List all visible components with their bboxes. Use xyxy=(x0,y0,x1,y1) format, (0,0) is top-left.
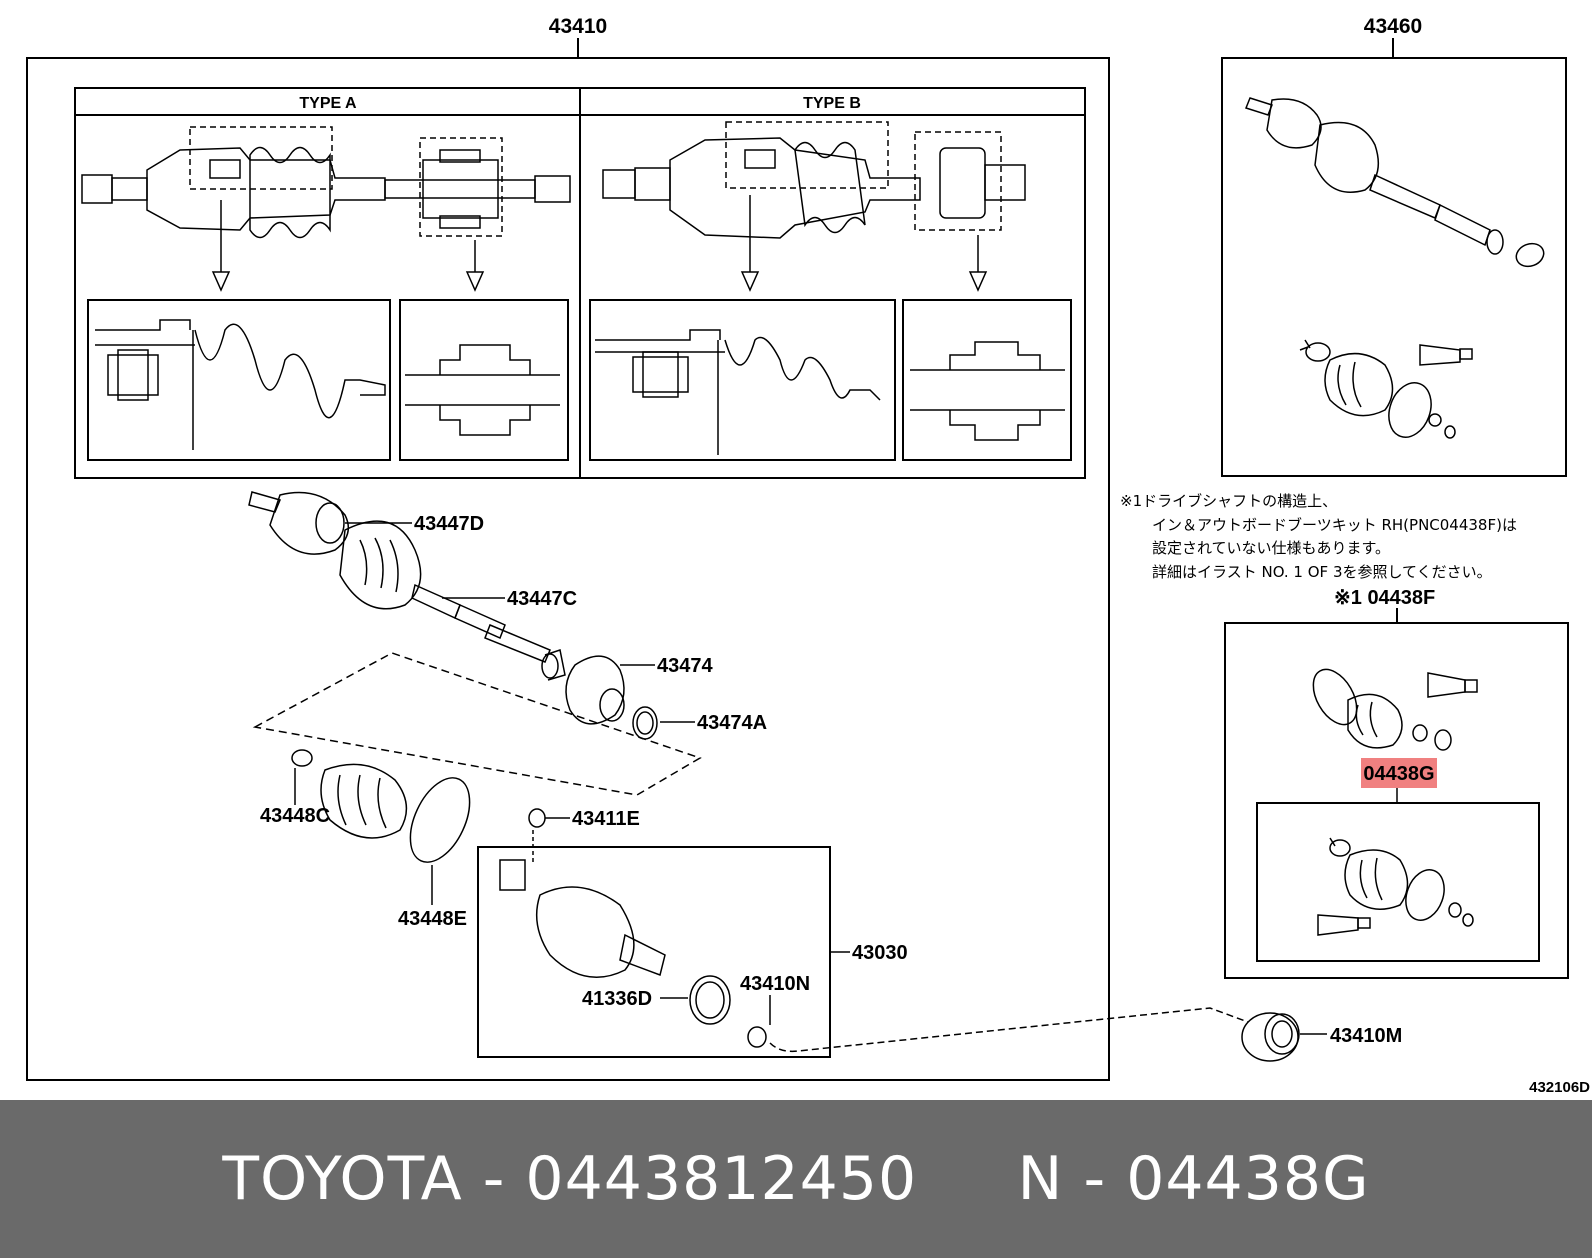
label-43447d: 43447D xyxy=(414,513,484,535)
note-line-2: イン＆アウトボードブーツキット RH(PNC04438F)は xyxy=(1152,516,1517,534)
type-b-detail-left xyxy=(589,299,896,461)
label-43410m: 43410M xyxy=(1330,1025,1402,1047)
note-line-3: 設定されていない仕様もあります。 xyxy=(1152,539,1390,557)
note-line-4: 詳細はイラスト NO. 1 OF 3を参照してください。 xyxy=(1152,563,1492,581)
label-43460: 43460 xyxy=(1364,15,1422,38)
label-type-b: TYPE B xyxy=(803,95,861,112)
boot-kit-sub-frame xyxy=(1256,802,1540,962)
diagram-canvas: 43410 43460 TYPE A TYPE B 43447D 43447C … xyxy=(26,15,1590,1096)
rh-assembly-frame xyxy=(1221,57,1567,477)
inner-joint-box xyxy=(477,846,831,1058)
label-04438g: 04438G xyxy=(1363,763,1434,785)
parts-diagram: 43410 43460 TYPE A TYPE B 43447D 43447C … xyxy=(26,15,1590,1096)
boot-kit-sub-drawing xyxy=(1317,837,1474,936)
footer-part-number: TOYOTA - 0443812450 N - 04438G xyxy=(222,1144,1370,1214)
note-line-1: ※1ドライブシャフトの構造上、 xyxy=(1120,492,1337,510)
boot-kit-drawing xyxy=(291,749,767,1048)
exploded-shaft-drawing xyxy=(248,491,658,740)
highlight-04438g xyxy=(1361,758,1437,788)
footer-bar: TOYOTA - 0443812450 N - 04438G xyxy=(0,1100,1592,1258)
label-43474: 43474 xyxy=(657,655,713,677)
type-b-shaft-drawing xyxy=(602,137,1026,239)
label-43448c: 43448C xyxy=(260,805,330,827)
label-04438f: ※1 04438F xyxy=(1334,587,1435,609)
type-a-detail-right xyxy=(399,299,569,461)
label-43410: 43410 xyxy=(549,15,607,38)
type-b-detail-right xyxy=(902,299,1072,461)
rh-shaft-drawing xyxy=(1245,97,1545,439)
label-43448e: 43448E xyxy=(398,908,467,930)
label-43447c: 43447C xyxy=(507,588,577,610)
label-43410n: 43410N xyxy=(740,973,810,995)
label-41336d: 41336D xyxy=(582,988,652,1010)
type-a-shaft-drawing xyxy=(81,146,571,239)
label-43474a: 43474A xyxy=(697,712,767,734)
label-43030: 43030 xyxy=(852,942,908,964)
label-type-a: TYPE A xyxy=(299,95,357,112)
seal-43410m-drawing xyxy=(1241,1012,1300,1062)
boot-kit-rh-drawing xyxy=(1312,668,1478,751)
main-assembly-frame xyxy=(26,57,1110,1081)
type-a-detail-left xyxy=(87,299,391,461)
label-43411e: 43411E xyxy=(572,808,640,830)
diagram-id: 432106D xyxy=(1529,1079,1590,1096)
